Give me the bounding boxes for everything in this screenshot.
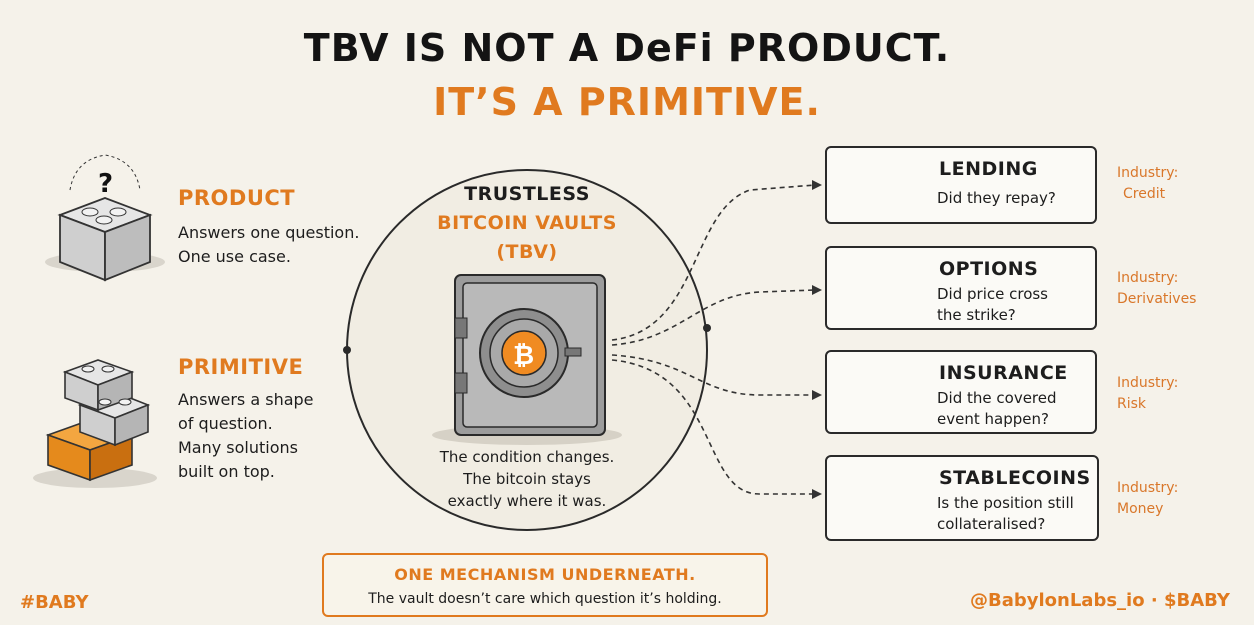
card-options-question-line-1: Did price cross bbox=[937, 285, 1048, 303]
primitive-line-2: of question. bbox=[178, 414, 273, 433]
product-description: Answers one question. One use case. bbox=[178, 221, 378, 269]
card-stablecoins-question: Is the position still collateralised? bbox=[937, 493, 1074, 535]
card-insurance-question-line-2: event happen? bbox=[937, 410, 1049, 428]
circle-node-right bbox=[703, 324, 711, 332]
primitive-description: Answers a shape of question. Many soluti… bbox=[178, 388, 358, 484]
connector-insurance bbox=[611, 354, 815, 396]
card-insurance: INSURANCE Did the covered event happen? bbox=[825, 350, 1097, 434]
card-options-question-line-2: the strike? bbox=[937, 306, 1016, 324]
vault-caption-line-2: The bitcoin stays bbox=[463, 470, 591, 488]
mechanism-box: ONE MECHANISM UNDERNEATH. The vault does… bbox=[322, 553, 768, 617]
card-lending-title: LENDING bbox=[939, 158, 1038, 180]
industry-risk-label: Industry: bbox=[1117, 375, 1179, 391]
industry-money-value: Money bbox=[1117, 501, 1164, 517]
vault-title-line-3: (TBV) bbox=[496, 241, 558, 263]
industry-credit-label: Industry: bbox=[1117, 165, 1179, 181]
card-lending: LENDING Did they repay? bbox=[825, 146, 1097, 224]
title-line-2: IT’S A PRIMITIVE. bbox=[433, 80, 821, 124]
card-insurance-title: INSURANCE bbox=[939, 362, 1068, 384]
mechanism-subtitle: The vault doesn’t care which question it… bbox=[368, 591, 722, 607]
industry-credit-value: Credit bbox=[1123, 186, 1166, 202]
circle-node-left bbox=[343, 346, 351, 354]
card-insurance-question: Did the covered event happen? bbox=[937, 388, 1057, 430]
connector-lending bbox=[611, 184, 816, 341]
industry-risk: Industry: Risk bbox=[1117, 373, 1178, 415]
card-insurance-question-line-1: Did the covered bbox=[937, 389, 1057, 407]
industry-derivatives: Industry: Derivatives bbox=[1117, 268, 1196, 310]
vault-caption: The condition changes. The bitcoin stays… bbox=[412, 446, 642, 512]
hashtag: #BABY bbox=[20, 592, 89, 613]
title-line-1: TBV IS NOT A DeFi PRODUCT. bbox=[303, 26, 951, 70]
industry-risk-value: Risk bbox=[1117, 396, 1147, 412]
industry-money-label: Industry: bbox=[1117, 480, 1179, 496]
mechanism-title: ONE MECHANISM UNDERNEATH. bbox=[394, 565, 696, 584]
card-stablecoins: STABLECOINS Is the position still collat… bbox=[825, 455, 1099, 541]
bitcoin-vault-safe-icon: ₿ bbox=[432, 274, 622, 445]
vault-title-line-2: BITCOIN VAULTS bbox=[437, 212, 617, 234]
card-options-question: Did price cross the strike? bbox=[937, 284, 1048, 326]
vault-title: TRUSTLESS BITCOIN VAULTS (TBV) bbox=[407, 180, 647, 267]
industry-derivatives-label: Industry: bbox=[1117, 270, 1179, 286]
connector-options bbox=[611, 289, 816, 346]
industry-derivatives-value: Derivatives bbox=[1117, 291, 1197, 307]
card-stablecoins-question-line-1: Is the position still bbox=[937, 494, 1074, 512]
industry-money: Industry: Money bbox=[1117, 478, 1178, 520]
card-stablecoins-question-line-2: collateralised? bbox=[937, 515, 1046, 533]
single-block-with-question-mark-icon: ? bbox=[45, 154, 165, 282]
product-heading: PRODUCT bbox=[178, 186, 296, 210]
product-line-1: Answers one question. bbox=[178, 223, 360, 242]
arrow-insurance bbox=[812, 390, 822, 400]
card-lending-question: Did they repay? bbox=[937, 188, 1056, 209]
arrow-lending bbox=[812, 180, 822, 190]
vault-caption-line-3: exactly where it was. bbox=[447, 492, 607, 510]
card-stablecoins-title: STABLECOINS bbox=[939, 467, 1091, 489]
vault-title-line-1: TRUSTLESS bbox=[464, 183, 590, 205]
product-line-2: One use case. bbox=[178, 247, 291, 266]
svg-text:₿: ₿ bbox=[513, 341, 534, 371]
card-lending-question-line-1: Did they repay? bbox=[937, 189, 1056, 207]
stacked-blocks-icon bbox=[33, 359, 157, 488]
primitive-line-1: Answers a shape bbox=[178, 390, 314, 409]
industry-credit: Industry: Credit bbox=[1117, 163, 1178, 205]
card-options-title: OPTIONS bbox=[939, 258, 1039, 280]
primitive-line-3: Many solutions bbox=[178, 438, 298, 457]
primitive-line-4: built on top. bbox=[178, 462, 275, 481]
arrow-options bbox=[812, 285, 822, 295]
social-handle: @BabylonLabs_io · $BABY bbox=[970, 590, 1230, 611]
svg-text:?: ? bbox=[98, 169, 113, 199]
card-options: OPTIONS Did price cross the strike? bbox=[825, 246, 1097, 330]
vault-caption-line-1: The condition changes. bbox=[439, 448, 615, 466]
arrow-stablecoins bbox=[812, 489, 822, 499]
primitive-heading: PRIMITIVE bbox=[178, 355, 304, 379]
connector-stablecoins bbox=[611, 359, 815, 495]
